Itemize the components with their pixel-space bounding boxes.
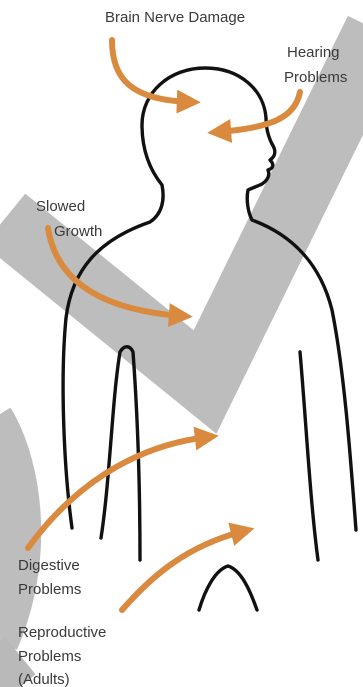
label-brain: Brain Nerve Damage: [105, 9, 245, 26]
label-reproductive-3: (Adults): [18, 671, 70, 687]
label-digestive-1: Digestive: [18, 557, 80, 574]
label-growth-1: Slowed: [36, 198, 85, 215]
label-digestive-2: Problems: [18, 581, 81, 598]
digestive-arrow: [28, 437, 208, 548]
label-reproductive-2: Problems: [18, 648, 81, 665]
label-reproductive-1: Reproductive: [18, 624, 106, 641]
label-hearing-2: Problems: [284, 69, 347, 86]
label-growth-2: Growth: [54, 223, 102, 240]
label-hearing-1: Hearing: [287, 44, 340, 61]
